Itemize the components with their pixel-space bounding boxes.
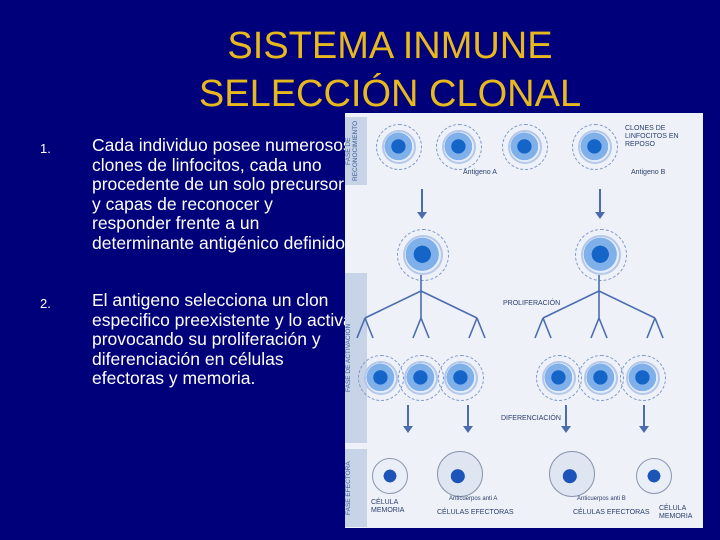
- arrow-icon: [561, 405, 571, 433]
- memory-cell: [372, 458, 408, 494]
- effectors-label-left: CÉLULAS EFECTORAS: [437, 509, 514, 516]
- memory-label-left: CÉLULA MEMORIA: [371, 499, 405, 514]
- clone-cell: [438, 355, 484, 401]
- clone-cell: [536, 355, 582, 401]
- clone-cell: [358, 355, 404, 401]
- clone-cell: [620, 355, 666, 401]
- arrow-icon: [417, 189, 427, 219]
- bullet-list: 1. Cada individuo posee numerosos clones…: [40, 135, 355, 427]
- slide-title-line-1: SISTEMA INMUNE: [227, 25, 553, 67]
- slide-title-line-2: SELECCIÓN CLONAL: [198, 73, 582, 115]
- clones-label: CLONES DE LINFOCITOS EN REPOSO: [625, 125, 679, 148]
- effector-cell: [549, 451, 595, 497]
- antibody-b-label: Anticuerpos anti B: [577, 496, 626, 502]
- arrow-icon: [403, 405, 413, 433]
- antigen-a-label: Antigeno A: [463, 169, 497, 176]
- arrow-icon: [639, 405, 649, 433]
- clonal-selection-diagram: FASE DE RECONOCIMIENTO FASE DE ACTIVACIÓ…: [345, 113, 703, 528]
- arrow-icon: [463, 405, 473, 433]
- antibody-a-label: Anticuerpos anti A: [449, 496, 498, 502]
- list-number: 2.: [40, 296, 51, 311]
- memory-label-right: CÉLULA MEMORIA: [659, 505, 693, 520]
- resting-lymphocyte: [572, 124, 618, 170]
- effectors-label-right: CÉLULAS EFECTORAS: [573, 509, 650, 516]
- arrow-icon: [595, 189, 605, 219]
- resting-lymphocyte: [376, 124, 422, 170]
- proliferation-label: PROLIFERACIÓN: [503, 300, 561, 307]
- list-item: 2. El antigeno selecciona un clon especi…: [40, 290, 355, 389]
- activated-lymphocyte: [575, 229, 627, 281]
- proliferation-tree: [356, 275, 664, 339]
- list-text: El antigeno selecciona un clon especific…: [92, 290, 353, 388]
- effector-cell: [437, 451, 483, 497]
- resting-lymphocyte: [436, 124, 482, 170]
- list-number: 1.: [40, 141, 51, 156]
- memory-cell: [636, 458, 672, 494]
- list-item: 1. Cada individuo posee numerosos clones…: [40, 135, 355, 253]
- list-text: Cada individuo posee numerosos clones de…: [92, 135, 352, 253]
- antigen-b-label: Antigeno B: [631, 169, 666, 176]
- differentiation-label: DIFERENCIACIÓN: [501, 415, 561, 422]
- clone-cell: [398, 355, 444, 401]
- clone-cell: [578, 355, 624, 401]
- resting-lymphocyte: [502, 124, 548, 170]
- activated-lymphocyte: [397, 229, 449, 281]
